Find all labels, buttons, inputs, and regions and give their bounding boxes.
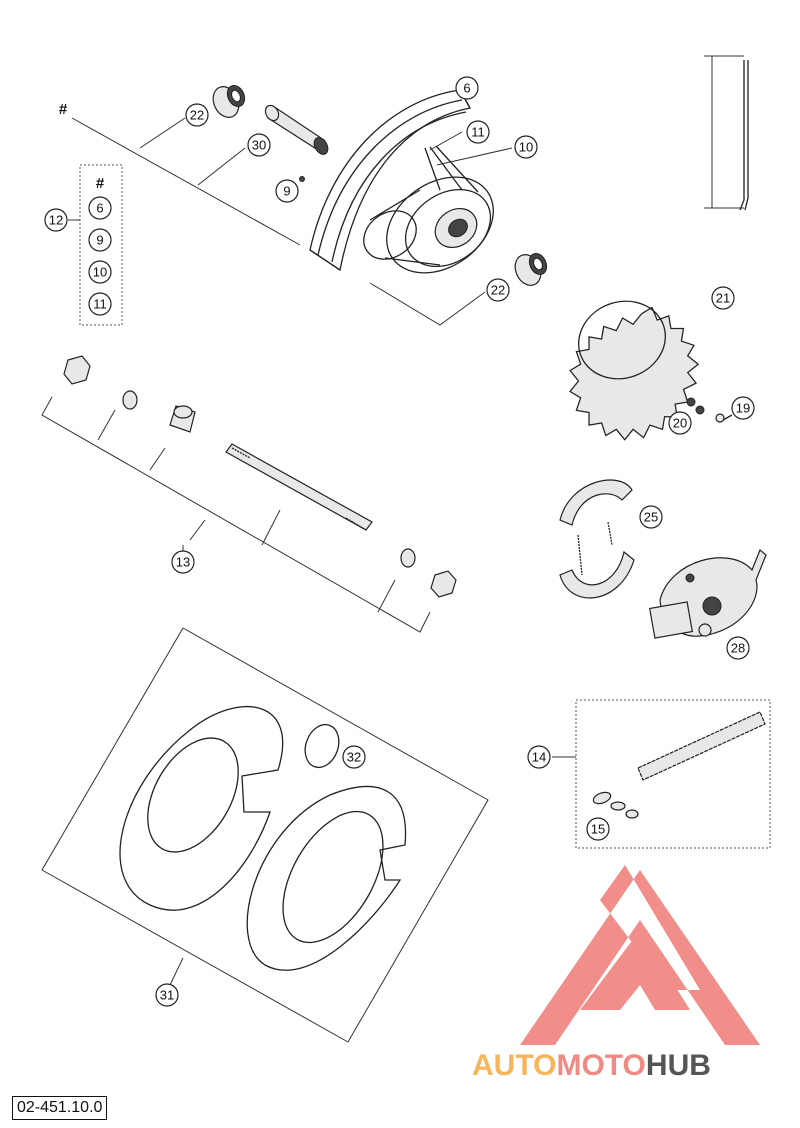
svg-text:11: 11 bbox=[93, 297, 107, 312]
leader-13-b bbox=[261, 509, 281, 546]
spacer-tube bbox=[264, 104, 329, 155]
callout-30: 30 bbox=[247, 133, 271, 157]
brake-plate bbox=[648, 549, 767, 639]
svg-text:32: 32 bbox=[347, 750, 361, 765]
leader-washer-right bbox=[377, 579, 396, 613]
group-12-box bbox=[79, 164, 123, 326]
axle-group-leader bbox=[41, 396, 431, 633]
axle-nut-right bbox=[430, 570, 457, 598]
wheel-hub bbox=[363, 176, 494, 274]
callout-22-top: 22 bbox=[185, 103, 209, 127]
bearing-bottom bbox=[514, 252, 548, 286]
group-12-member-6: 6 bbox=[88, 196, 112, 220]
sprocket-teeth bbox=[569, 306, 700, 441]
watermark-text-auto: AUTO bbox=[472, 1049, 556, 1082]
svg-text:14: 14 bbox=[532, 750, 546, 765]
svg-text:25: 25 bbox=[644, 510, 658, 525]
callout-25: 25 bbox=[639, 505, 663, 529]
leader-11 bbox=[429, 131, 463, 151]
leader-22-bottom bbox=[369, 282, 486, 326]
svg-text:10: 10 bbox=[519, 140, 533, 155]
brake-spring-right bbox=[607, 521, 613, 546]
group-12-member-10: 10 bbox=[88, 260, 112, 284]
callout-15: 15 bbox=[586, 817, 610, 841]
watermark-text: AUTOMOTOHUB bbox=[472, 1049, 711, 1082]
svg-text:22: 22 bbox=[190, 108, 204, 123]
callout-21: 21 bbox=[711, 286, 735, 310]
axle-nut-left bbox=[63, 355, 91, 385]
axle-washer-right bbox=[400, 548, 416, 568]
chain-master-link bbox=[592, 791, 639, 819]
leader-washer-left bbox=[149, 447, 166, 471]
svg-text:30: 30 bbox=[252, 138, 266, 153]
circlip bbox=[304, 723, 340, 769]
chain-box bbox=[575, 699, 771, 849]
svg-text:21: 21 bbox=[716, 291, 730, 306]
nipple-part bbox=[299, 176, 305, 182]
axle-washer-left bbox=[122, 390, 138, 410]
svg-text:13: 13 bbox=[176, 555, 190, 570]
svg-text:11: 11 bbox=[471, 125, 485, 140]
svg-text:22: 22 bbox=[491, 283, 505, 298]
gasket-box bbox=[41, 627, 489, 1043]
callout-32: 32 bbox=[342, 745, 366, 769]
callout-31: 31 bbox=[155, 983, 179, 1007]
brake-shoes bbox=[559, 479, 635, 599]
callout-28: 28 bbox=[726, 636, 750, 660]
drawing-number: 02-451.10.0 bbox=[12, 1096, 108, 1120]
axle-spacer bbox=[169, 405, 196, 433]
gasket-right bbox=[246, 785, 407, 971]
leader-30 bbox=[197, 147, 246, 186]
group-12-hash: # bbox=[96, 175, 105, 192]
assembly-leader-line bbox=[71, 117, 301, 246]
spoke-lines bbox=[424, 145, 479, 193]
brake-shoe-upper bbox=[559, 479, 633, 526]
callout-10: 10 bbox=[514, 135, 538, 159]
svg-text:9: 9 bbox=[283, 184, 290, 199]
callout-22-bottom: 22 bbox=[486, 278, 510, 302]
watermark-text-moto: MOTO bbox=[556, 1049, 645, 1082]
callout-13: 13 bbox=[171, 550, 195, 574]
svg-text:31: 31 bbox=[160, 988, 174, 1003]
sprocket-hardware bbox=[686, 397, 733, 423]
brake-spring-left bbox=[577, 534, 583, 576]
leader-nut-left bbox=[97, 409, 116, 441]
group-12-member-9: 9 bbox=[88, 228, 112, 252]
svg-text:10: 10 bbox=[93, 265, 107, 280]
leader-31 bbox=[169, 957, 184, 986]
watermark-triangle bbox=[520, 865, 760, 1045]
svg-text:20: 20 bbox=[673, 416, 687, 431]
callout-19: 19 bbox=[731, 396, 755, 420]
svg-text:12: 12 bbox=[49, 213, 63, 228]
callout-12: 12 bbox=[44, 208, 68, 232]
callout-14: 14 bbox=[527, 745, 551, 769]
group-12-member-11: 11 bbox=[88, 292, 112, 316]
svg-text:19: 19 bbox=[736, 401, 750, 416]
callout-6: 6 bbox=[455, 76, 479, 100]
axle-shaft bbox=[225, 443, 373, 531]
leader-10 bbox=[436, 147, 513, 166]
chain bbox=[637, 711, 766, 781]
callout-20: 20 bbox=[668, 411, 692, 435]
svg-text:6: 6 bbox=[463, 81, 470, 96]
watermark-text-hub: HUB bbox=[646, 1049, 711, 1082]
bearing-top bbox=[212, 84, 246, 118]
leader-22-top bbox=[139, 117, 186, 149]
brake-shoe-lower bbox=[559, 550, 635, 599]
callout-11: 11 bbox=[466, 120, 490, 144]
svg-text:9: 9 bbox=[96, 233, 103, 248]
svg-text:15: 15 bbox=[591, 822, 605, 837]
spoke-detail bbox=[704, 55, 749, 211]
watermark-logo bbox=[520, 865, 760, 1045]
gasket-left bbox=[119, 705, 284, 911]
leader-13-a bbox=[189, 519, 206, 541]
rear-sprocket bbox=[569, 300, 700, 441]
callout-9: 9 bbox=[275, 179, 299, 203]
hash-marker-top: # bbox=[59, 101, 68, 118]
svg-text:6: 6 bbox=[96, 201, 103, 216]
svg-text:28: 28 bbox=[731, 641, 745, 656]
